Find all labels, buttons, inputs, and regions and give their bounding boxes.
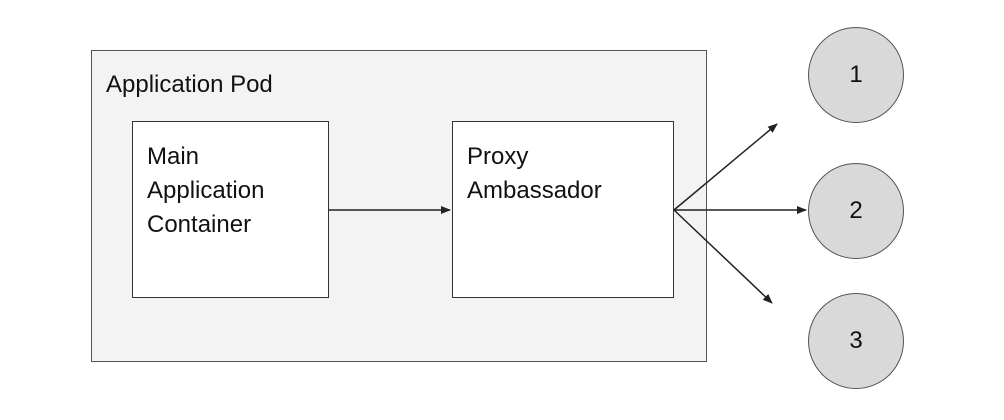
pod-label: Application Pod	[106, 71, 273, 98]
proxy-label-line-1: Proxy	[467, 143, 529, 170]
node-1-label: 1	[849, 61, 863, 88]
proxy-label-line-2: Ambassador	[467, 177, 602, 204]
node-2-label: 2	[849, 197, 863, 224]
node-3: 3	[808, 293, 904, 389]
main-container-label-line-2: Application	[147, 177, 265, 204]
node-2: 2	[808, 163, 904, 259]
proxy-ambassador: Proxy Ambassador	[452, 121, 674, 298]
node-1: 1	[808, 27, 904, 123]
main-application-container: Main Application Container	[132, 121, 329, 298]
main-container-label-line-3: Container	[147, 211, 252, 238]
main-container-label-line-1: Main	[147, 143, 200, 170]
node-3-label: 3	[849, 327, 863, 354]
